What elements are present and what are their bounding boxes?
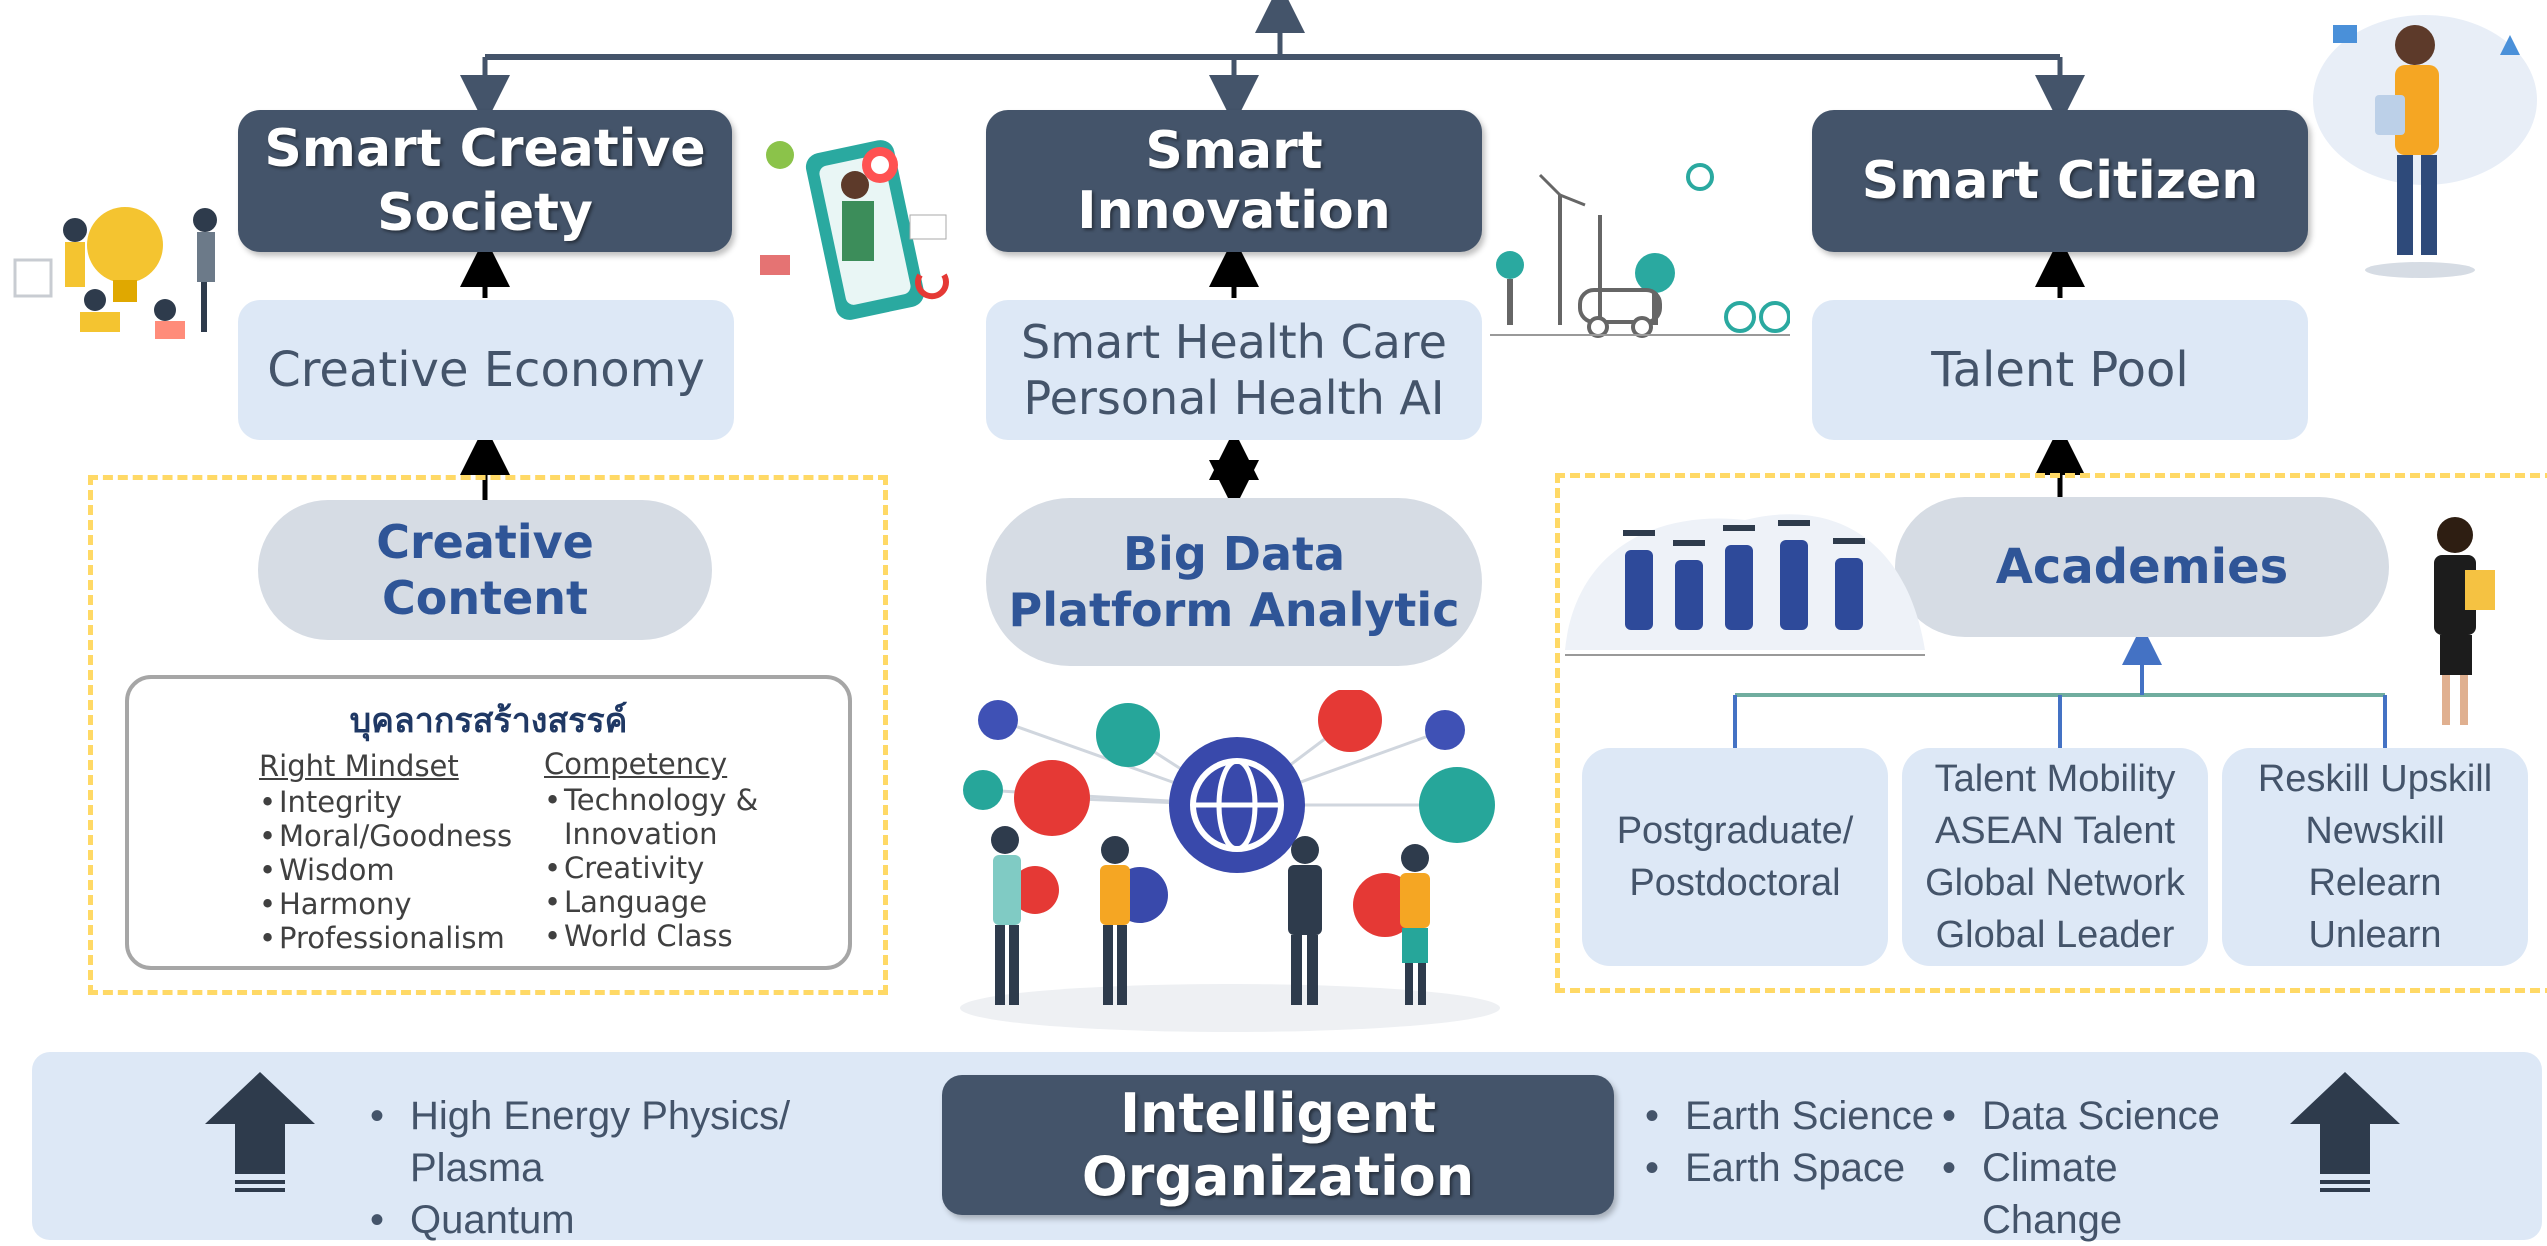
big-data-pill: Big Data Platform Analytic [986, 498, 1482, 666]
smart-innovation-box: Smart Innovation [986, 110, 1482, 252]
competency-item: Creativity [544, 851, 834, 885]
mindset-item: Moral/Goodness [259, 819, 539, 853]
competency-item: Technology & Innovation [544, 783, 834, 851]
competency-item: Language [544, 885, 834, 919]
up-arrow-icon [205, 1072, 315, 1192]
creative-personnel-box: บุคลากรสร้างสรรค์ Right Mindset Integrit… [125, 675, 852, 970]
creative-team-illustration [13, 207, 217, 339]
right-topics-list: Data Science Climate Change [1942, 1090, 2262, 1246]
topic-item: Quantum [370, 1194, 930, 1246]
talent-mobility-box: Talent Mobility ASEAN Talent Global Netw… [1902, 748, 2208, 966]
graduates-illustration [1565, 514, 1925, 656]
left-topics-list: High Energy Physics/ Plasma Quantum [370, 1090, 930, 1246]
mindset-item: Harmony [259, 887, 539, 921]
intelligent-organization-box: Intelligent Organization [942, 1075, 1614, 1215]
mindset-column: Right Mindset Integrity Moral/Goodness W… [259, 749, 539, 955]
topic-item: Climate Change [1942, 1142, 2262, 1246]
citizen-illustration [2313, 15, 2537, 278]
postgraduate-box: Postgraduate/ Postdoctoral [1582, 748, 1888, 966]
smart-health-care-box: Smart Health Care Personal Health AI [986, 300, 1482, 440]
mid-topics-list: Earth Science Earth Space [1645, 1090, 1945, 1194]
smart-citizen-box: Smart Citizen [1812, 110, 2308, 252]
academies-pill: Academies [1895, 497, 2389, 637]
teacher-illustration [2434, 517, 2495, 725]
network-illustration [960, 690, 1500, 1032]
reskill-box: Reskill Upskill Newskill Relearn Unlearn [2222, 748, 2528, 966]
academies-dashed-area [1555, 473, 2547, 993]
up-arrow-icon [2290, 1072, 2400, 1192]
competency-column: Competency Technology & Innovation Creat… [544, 747, 834, 953]
topic-item: High Energy Physics/ Plasma [370, 1090, 930, 1194]
mindset-item: Wisdom [259, 853, 539, 887]
competency-header: Competency [544, 747, 728, 781]
mindset-item: Integrity [259, 785, 539, 819]
topic-item: Earth Science [1645, 1090, 1945, 1142]
social-media-illustration [760, 140, 949, 320]
topic-item: Data Science [1942, 1090, 2262, 1142]
mindset-item: Professionalism [259, 921, 539, 955]
creative-personnel-title: บุคลากรสร้างสรรค์ [349, 701, 628, 741]
creative-dashed-area [88, 475, 888, 995]
smart-creative-society-box: Smart Creative Society [238, 110, 732, 252]
topic-item: Earth Space [1645, 1142, 1945, 1194]
mindset-header: Right Mindset [259, 749, 459, 783]
creative-economy-box: Creative Economy [238, 300, 734, 440]
talent-pool-box: Talent Pool [1812, 300, 2308, 440]
creative-content-pill: Creative Content [258, 500, 712, 640]
smart-city-illustration [1490, 163, 1790, 338]
competency-item: World Class [544, 919, 834, 953]
